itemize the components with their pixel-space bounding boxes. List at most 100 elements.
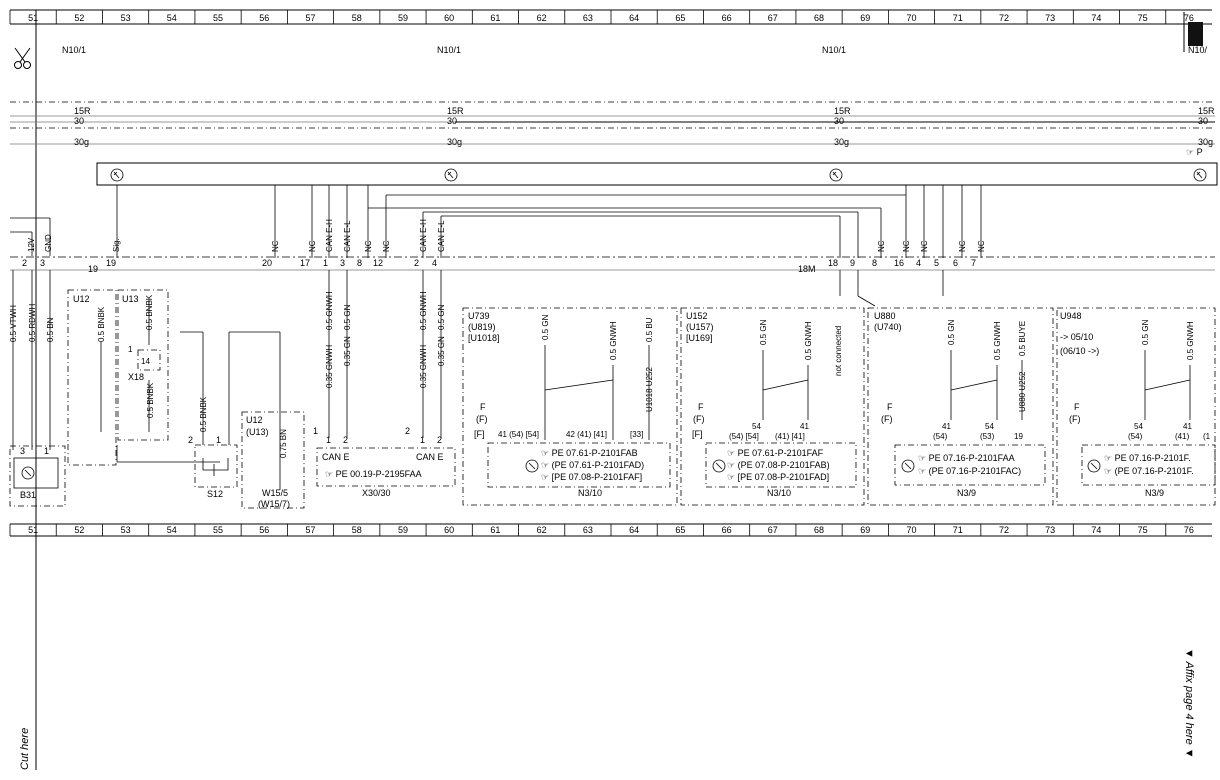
grid-number: 74 [1091,525,1101,535]
rail-15r: 15R [834,106,851,116]
x18-outline [137,349,161,371]
grid-number: 75 [1138,13,1148,23]
ref-text: ☞ (PE 07.16-P-2101FAC) [918,466,1021,476]
n3-9a-outline [867,307,1054,506]
pin-number: 2 [437,435,442,445]
grid-number: 71 [953,525,963,535]
variant-code: (06/10 ->) [1060,346,1099,356]
fuse-label: (F) [693,414,705,424]
pin-name-nc: NC [877,240,886,252]
grid-number: 64 [629,13,639,23]
can-label: CAN E [416,452,444,462]
pin-name-can-e-l: CAN E-L [343,220,352,252]
variant-code: U739 [468,311,490,321]
grid-number: 65 [675,525,685,535]
grid-number: 58 [352,13,362,23]
n3-10b-outline [680,307,865,506]
component-label-n3-10: N3/10 [578,488,602,498]
pin-number: 54 [752,422,761,431]
fuse-label: F [1074,402,1080,412]
rail-30: 30 [834,116,844,126]
pin-number: 1 [313,426,318,436]
variant-code: (U740) [874,322,902,332]
pin-number: 19 [1014,432,1023,441]
sensor-icon [21,466,35,480]
pin-number: [33] [630,430,643,439]
grid-number: 60 [444,13,454,23]
pin-name-nc: NC [958,240,967,252]
scissors-icon [14,47,31,69]
pin-number: 41 [1183,422,1192,431]
grid-number: 58 [352,525,362,535]
pin-number: (54) [1128,432,1143,441]
grid-number: 60 [444,525,454,535]
module-label-n10-1: N10/1 [822,45,846,55]
pin-name-gnd: GND [44,234,53,252]
pin-number: 3 [20,446,25,456]
wire-label: 0.5 BNBK [199,396,208,432]
pin-number: 19 [106,258,116,268]
wire-label: 0.5 BNBK [145,294,154,330]
fuse-label: F [698,402,704,412]
variant-code: [U169] [686,333,713,343]
pin-number: 9 [850,258,855,268]
pin-number: 8 [357,258,362,268]
pin-name-nc: NC [364,240,373,252]
ref-text: ☞ PE 07.61-P-2101FAB [541,448,638,458]
pin-number: 2 [405,426,410,436]
grid-number: 73 [1045,13,1055,23]
grid-number: 70 [906,13,916,23]
fuse-label: F [480,402,486,412]
fuse-label: (F) [1069,414,1081,424]
x30-outline [316,447,456,487]
rail-15r: 15R [1198,106,1215,116]
fuse-label: (F) [881,414,893,424]
grid-number: 54 [167,525,177,535]
grid-number: 63 [583,13,593,23]
pin-number: 8 [872,258,877,268]
pin-number: 54 [985,422,994,431]
variant-code: U12 [246,415,263,425]
rail-15r: 15R [447,106,464,116]
grid-number: 56 [259,525,269,535]
n3-9a-inner [894,444,1046,486]
grid-number: 59 [398,13,408,23]
pin-number: 4 [916,258,921,268]
grid-number: 53 [121,13,131,23]
grid-number: 56 [259,13,269,23]
variant-code: (U13) [246,427,269,437]
can-label: CAN E [322,452,350,462]
pin-name-nc: NC [271,240,280,252]
pin-number: 4 [432,258,437,268]
pin-number: 1 [216,435,221,445]
wire-label: 0.5 GNWH [1186,321,1195,360]
pin-number: (54) [54] [729,432,759,441]
pin-number: 7 [971,258,976,268]
ref-text: ☞ [PE 07.08-P-2101FAF] [541,472,642,482]
pin-number: 54 [1134,422,1143,431]
component-label-n3-9: N3/9 [1145,488,1164,498]
grid-number: 64 [629,525,639,535]
pin-number: 3 [340,258,345,268]
grid-number: 61 [490,525,500,535]
pin-number: (1 [1203,432,1211,441]
b31-outline [9,445,66,507]
pin-number: 3 [40,258,45,268]
variant-code: (U157) [686,322,714,332]
grid-number: 52 [74,525,84,535]
variant-code: U880 U252 [1018,371,1027,412]
sensor-icon [712,459,726,473]
u13-variant-box [117,289,169,441]
pin-number: 12 [373,258,383,268]
component-label-n3-9: N3/9 [957,488,976,498]
pin-number: (54) [933,432,948,441]
rail-30: 30 [74,116,84,126]
rail-30g: 30g [447,137,462,147]
wire-label: 0.5 RDWH [28,304,37,342]
grid-number: 53 [121,525,131,535]
pin-number: 41 [942,422,951,431]
pin-number: 2 [188,435,193,445]
pin-number: 18M [798,264,816,274]
module-label-n10-1: N10/1 [437,45,461,55]
pin-number: 20 [262,258,272,268]
